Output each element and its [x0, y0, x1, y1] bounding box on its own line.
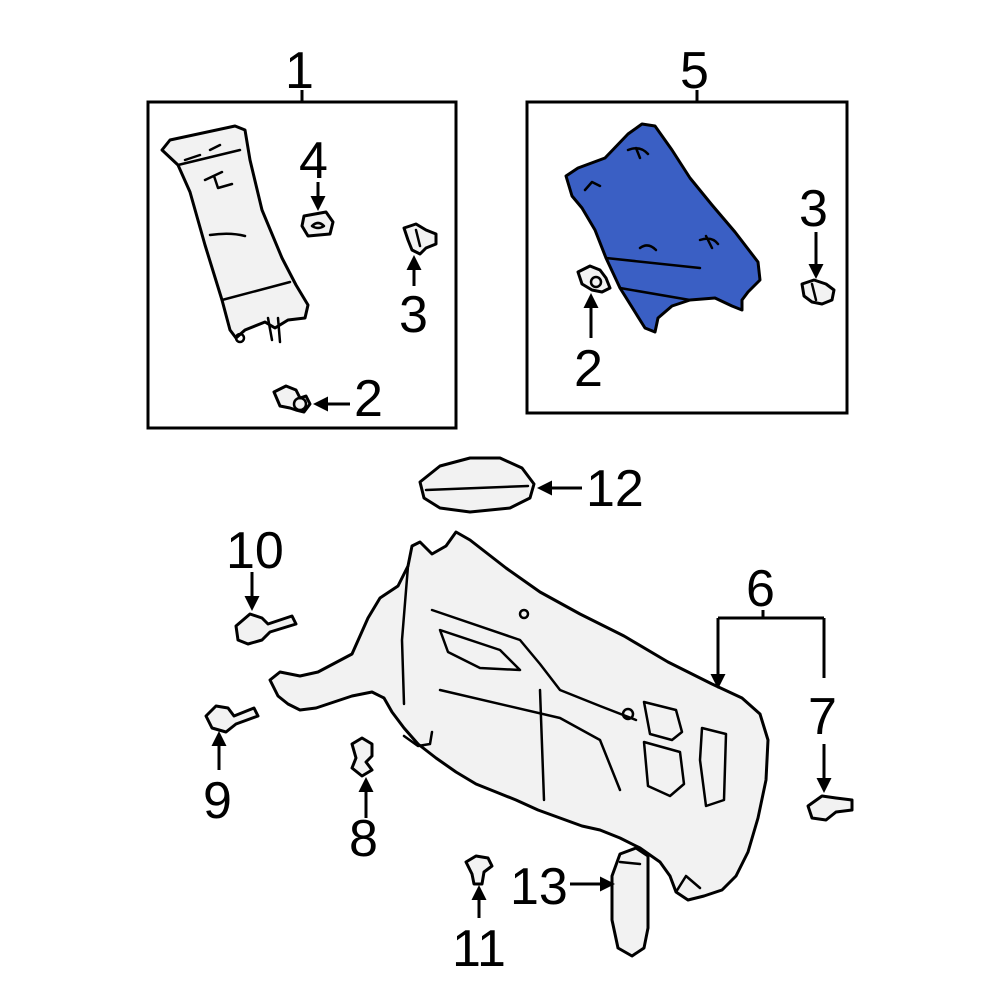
- pillar-trim-part-5-highlighted[interactable]: [564, 122, 762, 334]
- callout-12[interactable]: 12: [586, 460, 644, 518]
- inset-box-5: [525, 100, 849, 415]
- callout-1[interactable]: 1: [285, 42, 314, 100]
- cover-part-12[interactable]: [418, 456, 536, 514]
- callout-7[interactable]: 7: [808, 688, 837, 746]
- clip-part-2b[interactable]: [576, 264, 612, 294]
- callout-3b[interactable]: 3: [799, 180, 828, 238]
- quarter-trim-part-6[interactable]: [268, 530, 770, 902]
- clip-part-3b[interactable]: [800, 278, 836, 306]
- clip-part-3a[interactable]: [402, 222, 438, 256]
- callout-6-bracket: [718, 610, 824, 620]
- callout-8[interactable]: 8: [349, 810, 378, 868]
- callout-11[interactable]: 11: [452, 920, 506, 978]
- callout-13[interactable]: 13: [510, 858, 568, 916]
- clip-part-7[interactable]: [806, 794, 854, 822]
- callout-10[interactable]: 10: [226, 522, 284, 580]
- callout-2b[interactable]: 2: [574, 340, 603, 398]
- callout-6[interactable]: 6: [746, 560, 775, 618]
- clip-part-4[interactable]: [300, 210, 335, 238]
- callout-2a[interactable]: 2: [354, 370, 383, 428]
- callout-5[interactable]: 5: [680, 42, 709, 100]
- callout-4[interactable]: 4: [299, 132, 328, 190]
- callout-9[interactable]: 9: [203, 772, 232, 830]
- callout-3a[interactable]: 3: [399, 286, 428, 344]
- clip-part-8[interactable]: [350, 736, 374, 778]
- clip-part-2a[interactable]: [272, 384, 312, 414]
- clip-part-11[interactable]: [464, 854, 494, 886]
- cover-part-13[interactable]: [610, 846, 650, 958]
- clip-part-10[interactable]: [234, 612, 298, 646]
- clip-part-9[interactable]: [204, 704, 260, 734]
- pillar-trim-part-1[interactable]: [160, 124, 310, 344]
